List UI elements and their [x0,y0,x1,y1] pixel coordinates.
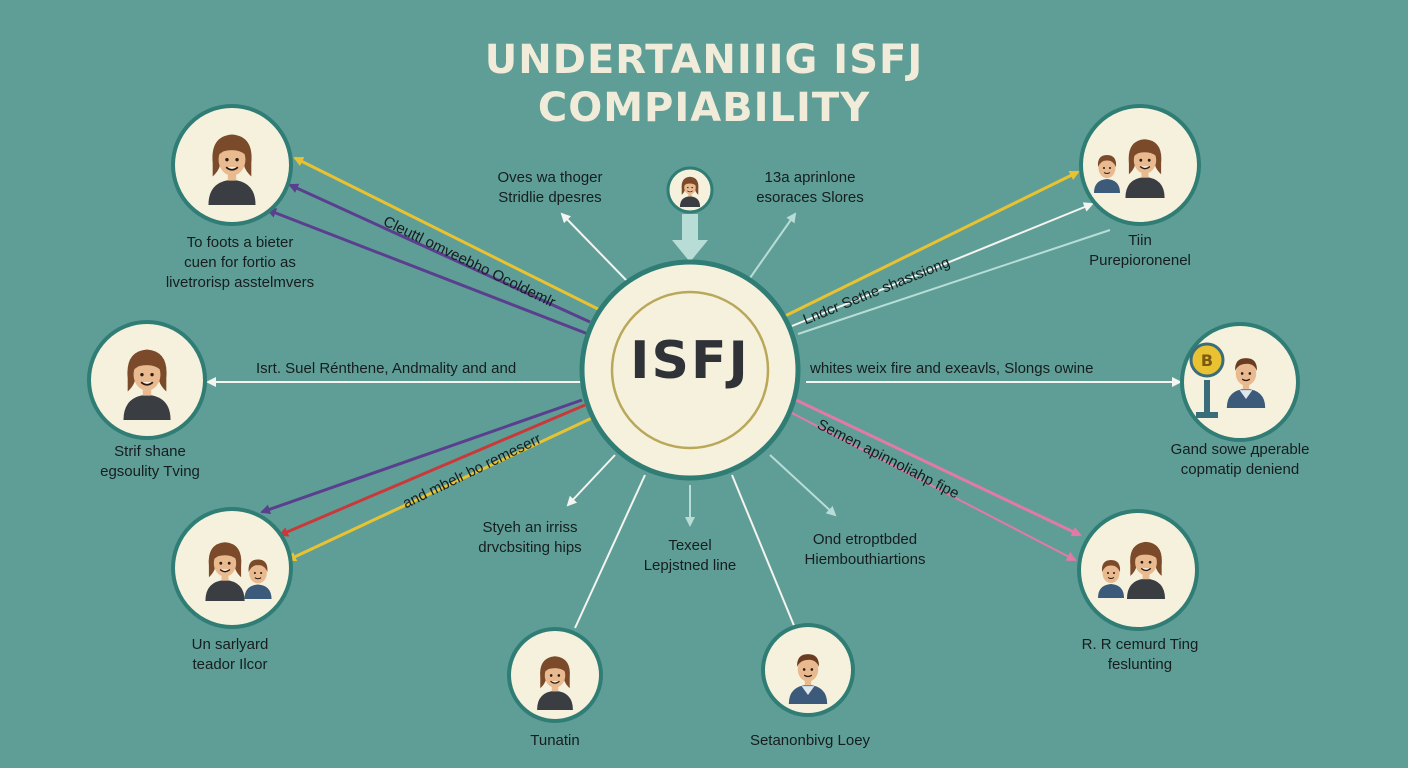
connector-purple-bottom-left [260,398,583,515]
couple-icon [204,541,246,602]
connector-teal-top-right [797,229,1111,335]
connector-yellow-top-left [293,156,601,312]
connector-red-bottom-left [278,403,586,537]
connector-white-top-right [791,202,1094,327]
woman-portrait-icon [536,655,574,711]
woman-portrait-icon [122,348,172,421]
node-bottom-right[interactable] [1077,509,1199,631]
node-top-right-label: Tiin Purepioronenel [1089,232,1191,269]
hub-label: ISFJ [630,331,750,391]
annotation-bottom-left-center: Styeh an irriss drvcbsiting hips [478,519,582,556]
connector-yellow-top-right [784,170,1080,318]
woman-portrait-icon [207,133,257,206]
down-arrow-shaft [682,214,698,244]
node-bottom-center-right[interactable] [761,623,855,717]
node-mid-right[interactable]: B [1180,322,1300,442]
connector-purple-top-left-2 [266,208,589,336]
diagram-title-line-2: COMPIABILITY [537,85,871,131]
node-bottom-center-right-label: Setanonbivg Loey [749,732,871,749]
node-top-left[interactable] [171,104,293,226]
connector-yellow-bottom-left [286,416,593,562]
small-avatar-icon [679,176,701,208]
node-mid-left-label: Strif shane egsoulity Tving [100,443,200,480]
node-bottom-center-left[interactable] [507,627,603,723]
connector-teal-top-center-right [749,212,797,279]
annotation-right-mid: whites weix fire and exeavls, Slongs owi… [810,360,1094,377]
node-mid-right-label: Gand sowe дperable copmatip deniend [1170,441,1310,478]
diagram-title-line-1: UNDERTANIIIG ISFJ [484,37,924,83]
node-top-small[interactable] [666,166,714,214]
connector-white-top-center-left [560,212,629,283]
connector-white-bottom-center-left [574,474,646,629]
connector-teal-bottom-right-center [769,454,837,517]
node-bottom-left[interactable] [171,507,293,629]
annotation-bottom-center: Texeel Lepjstned line [643,537,737,574]
man-with-coin-icon: B [1189,342,1267,418]
annotation-top-right-center: 13a aprinlone esoraces Slores [756,169,864,206]
node-top-left-label: To foots a bieter cuen for fortio as liv… [165,234,315,291]
isfj-hub [579,259,801,481]
node-bottom-left-label: Un sarlyard teador Ilcor [191,636,269,673]
annotation-top-left-center: Oves wa thoger Stridlie dpesres [497,169,603,206]
node-top-right[interactable] [1079,104,1201,226]
node-bottom-right-label: R. R cemurd Ting feslunting [1081,636,1199,673]
node-mid-left[interactable] [87,320,207,440]
annotation-left-mid: Isrt. Suel Rénthene, Andmality and and [256,360,517,377]
connector-pink-bottom-right-2 [789,411,1077,561]
connector-pink-bottom-right [795,398,1082,537]
connector-lines [206,156,1182,629]
connector-white-bottom-left-center [566,454,616,507]
connector-white-bottom-center-right [731,474,796,629]
node-bottom-center-left-label: Tunatin [530,732,580,749]
down-arrow-head [672,240,708,262]
annotation-bottom-right-center: Ond etroptbded Hiembouthiartions [804,531,926,568]
svg-text:B: B [1201,351,1213,370]
connector-purple-top-left [288,183,591,324]
